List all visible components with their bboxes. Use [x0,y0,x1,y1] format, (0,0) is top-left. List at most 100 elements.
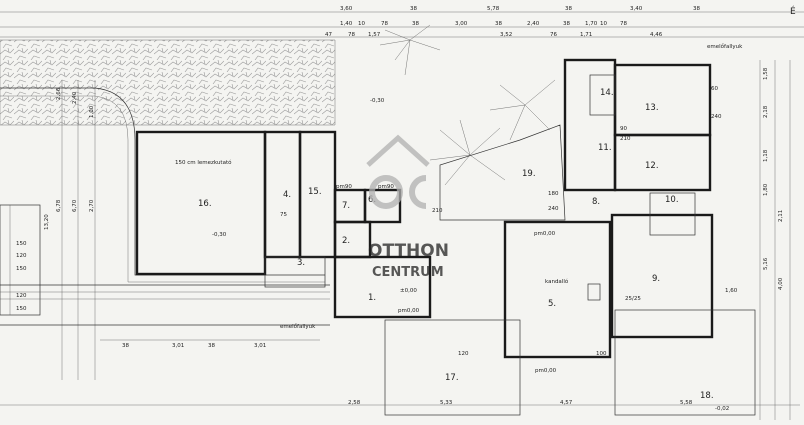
dim-right-7: 4,00 [778,277,784,290]
dim-top-r2-7: 2,40 [527,21,540,27]
room-16: 16. -0,30 150 cm lemezkutató [135,130,267,276]
left-num-2: 120 [16,253,27,259]
room-12-number: 12. [645,161,659,171]
dim-left-1: 2,66 [56,87,62,100]
room-7: 7. [333,188,367,224]
dim-left-2: 2,40 [72,91,78,104]
level-terrace: -0,02 [715,406,729,412]
watermark-line2: CENTRUM [372,265,444,280]
dim-right-1: 1,58 [763,67,769,80]
room-10-number: 10. [665,195,679,205]
bottom-dimensions: 38 3,01 38 3,01 2,58 5,33 4,57 5,58 [122,343,693,406]
dim-right-8: 1,60 [725,288,738,294]
dim-top-r3-4: 3,52 [500,32,512,38]
level-top: -0,30 [370,98,385,104]
dim-top-5: 3,40 [630,6,643,12]
room-5: 5. kandalló 25/25 [503,220,641,359]
room-18-number: 18. [700,391,714,401]
dim-left-3: 1,00 [89,105,95,118]
dim-bottom-4: 3,01 [254,343,266,349]
door-240-b: 240 [548,206,559,212]
room-16-level: -0,30 [212,232,227,238]
dim-top-r2-3: 78 [381,21,388,27]
dim-right-5: 2,11 [778,210,784,222]
dim-top-r3-6: 1,71 [580,32,592,38]
dim-top-r2-9: 1,70 [585,21,598,27]
room-15-number: 15. [308,187,322,197]
door-60: 60 [711,86,718,92]
door-100: 100 [596,351,607,357]
room-8-number: 8. [592,197,600,207]
room-4: 4. [263,130,302,259]
dim-top-2: 38 [410,6,417,12]
room-17-terrace: 17. [384,319,521,416]
door-240-a: 240 [711,114,722,120]
stone-paving-area [0,39,336,126]
dim-top-r3-1: 47 [325,32,332,38]
door-210-b: 210 [620,136,631,142]
level-pm-2: pm0,00 [398,308,420,314]
room-19-number: 19. [522,169,536,179]
dim-bottom-1: 38 [122,343,129,349]
otthon-centrum-watermark: OTTHON CENTRUM [366,134,449,280]
dim-left-5: 6,70 [72,199,78,212]
room-12: 12. [613,133,712,192]
dim-left-6: 2,70 [89,199,95,212]
room-11-number: 11. [598,143,612,153]
room-3-number: 3. [297,258,305,268]
door-210-a: 210 [432,208,443,214]
dim-top-r3-7: 4,46 [650,32,663,38]
dim-left-4: 6,78 [56,199,62,212]
dim-top-r2-6: 38 [495,21,502,27]
dim-left-7: 13,20 [44,214,50,230]
dim-top-r2-8: 38 [563,21,570,27]
dim-top-6: 38 [693,6,700,12]
tree-symbol [379,24,556,186]
dim-top-r3-2: 78 [348,32,355,38]
dim-top-3: 5,78 [487,6,500,12]
room-1-number: 1. [368,293,376,303]
room-14: 14. [589,74,616,116]
room-9-number: 9. [652,274,660,284]
level-zero: ±0,00 [400,288,417,294]
dim-bottom-2: 3,01 [172,343,184,349]
room-16-number: 16. [198,199,212,209]
dim-bottom-7: 4,57 [560,400,573,406]
left-num-1: 150 [16,241,27,247]
room-13-number: 13. [645,103,659,113]
dim-bottom-6: 5,33 [440,400,453,406]
dim-top-r3-5: 76 [550,32,557,38]
bottom-boundary [0,284,800,406]
room-1: 1. ±0,00 [333,255,432,319]
dim-right-6: 5,16 [763,257,769,270]
left-dimension-lines: 2,66 2,40 1,00 6,78 6,70 2,70 13,20 [44,80,96,380]
dim-right-2: 2,18 [763,105,769,118]
room-18-terrace: 18. -0,02 [614,309,756,416]
note-emelofal-b: emelőfallyuk [280,324,316,330]
dim-top-r2-2: 10 [358,21,365,27]
left-annex: 150 120 150 120 150 [0,204,41,316]
dim-top-r2-10: 10 [600,21,607,27]
dim-bottom-3: 38 [208,343,215,349]
door-pm90-b: pm90 [378,184,394,190]
note-lemezkutato: 150 cm lemezkutató [175,159,232,166]
door-180: 180 [548,191,559,197]
door-pm90: pm90 [336,184,352,190]
compass-letter: É [790,5,796,17]
room-10: 10. [649,192,696,236]
left-num-5: 150 [16,306,27,312]
note-25-25: 25/25 [625,296,641,302]
note-emelofal: emelőfallyuk [707,44,743,50]
door-75: 75 [280,212,287,218]
top-dimension-lines: 3,60 38 5,78 38 3,40 38 1,40 10 78 38 3,… [0,6,804,38]
dim-top-4: 38 [565,6,572,12]
dim-top-r2-1: 1,40 [340,21,353,27]
dim-top-r3-3: 1,57 [368,32,381,38]
level-pm-3: pm0,00 [535,368,557,374]
level-pm-1: pm0,00 [534,231,556,237]
room-5-number: 5. [548,299,556,309]
room-17-number: 17. [445,373,459,383]
dim-top-r2-11: 78 [620,21,627,27]
dim-bottom-8: 5,58 [680,400,693,406]
